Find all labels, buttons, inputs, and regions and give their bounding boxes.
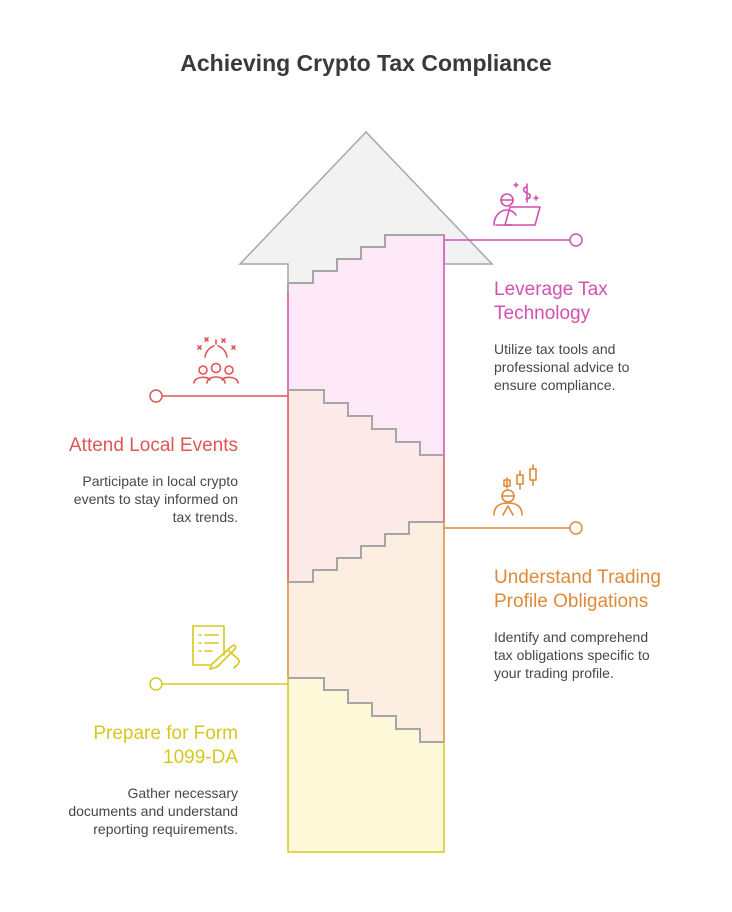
person-candlestick-icon xyxy=(493,464,537,516)
steps-top-red xyxy=(288,389,444,456)
step-description-understand-trading-profile: Identify and comprehend tax obligations … xyxy=(494,629,650,681)
step-heading-attend-local-events: Attend Local Events xyxy=(69,435,238,456)
step-heading-understand-trading-profile: Understand Trading Profile Obligations xyxy=(494,567,661,612)
connector-orange xyxy=(444,521,583,535)
connector-red xyxy=(149,389,288,403)
step-heading-prepare-form-1099da: Prepare for Form 1099-DA xyxy=(93,723,238,768)
steps-top-pink xyxy=(287,234,444,293)
connector-pink xyxy=(444,233,583,247)
step-heading-leverage-tax-technology: Leverage Tax Technology xyxy=(494,279,608,324)
connector-yellow xyxy=(149,677,288,691)
steps-top-orange xyxy=(288,521,444,583)
person-laptop-dollar-icon xyxy=(493,182,541,226)
diagram-title: Achieving Crypto Tax Compliance xyxy=(180,50,552,76)
steps-top-yellow xyxy=(288,677,444,743)
step-description-attend-local-events: Participate in local crypto events to st… xyxy=(73,473,238,525)
document-signing-icon xyxy=(192,625,240,670)
step-description-leverage-tax-technology: Utilize tax tools and professional advic… xyxy=(494,341,630,393)
group-celebration-icon xyxy=(193,337,239,384)
step-description-prepare-form-1099da: Gather necessary documents and understan… xyxy=(68,785,238,837)
